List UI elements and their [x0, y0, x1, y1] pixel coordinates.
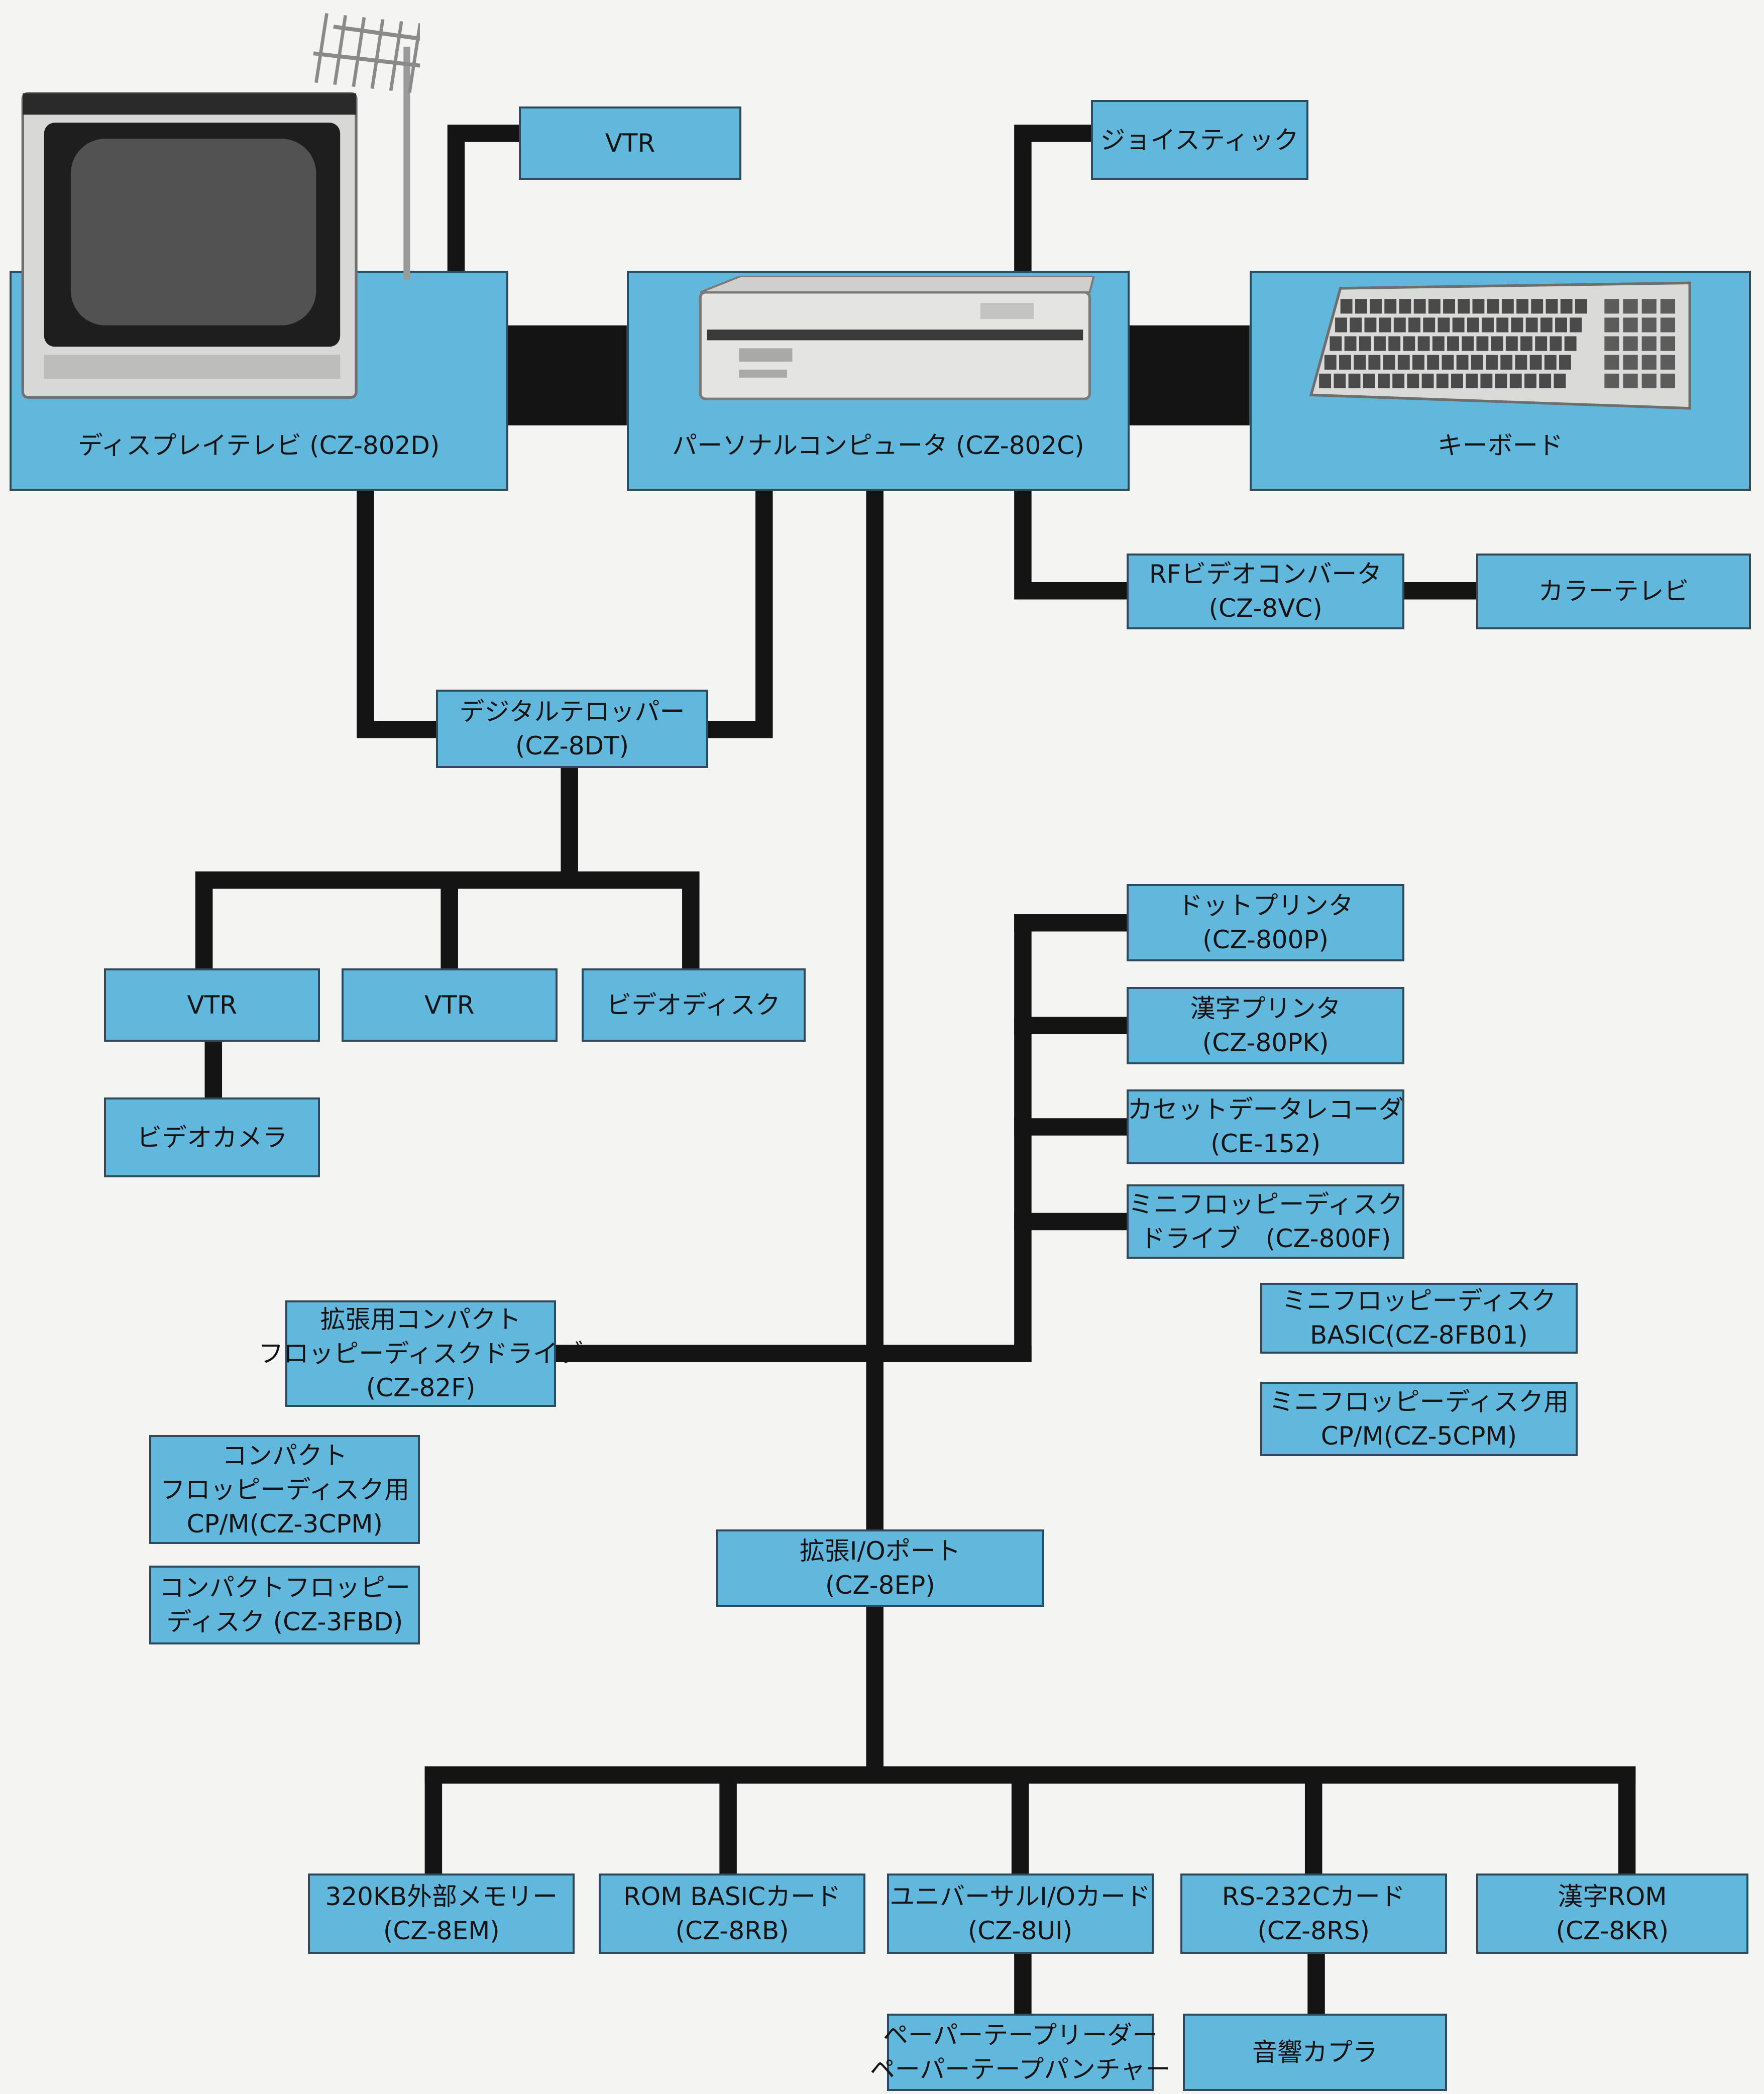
node-telopper: デジタルテロッパー (CZ-8DT) — [436, 689, 708, 768]
node-compact-cpm: コンパクトフロッピーディスク用 CP/M(CZ-3CPM) — [149, 1435, 420, 1545]
node-label-line: ペーパーテープリーダー — [883, 2021, 1158, 2050]
node-label-line: (CZ-82F) — [366, 1373, 476, 1402]
node-label-line: 漢字プリンタ — [1190, 994, 1341, 1023]
node-label-line: (CZ-8RB) — [675, 1916, 789, 1945]
node-label-line: (CZ-8EP) — [825, 1571, 935, 1600]
node-label-line: フロッピーディスク用 — [160, 1475, 410, 1504]
node-label-line: (CZ-8KR) — [1556, 1916, 1669, 1945]
node-label-line: RFビデオコンバータ — [1149, 560, 1382, 589]
node-color-tv: カラーテレビ — [1476, 553, 1751, 630]
node-acoustic-coupler: 音響カプラ — [1182, 2014, 1447, 2091]
unit-label: ディスプレイテレビ (CZ-802D) — [77, 431, 440, 461]
node-label-line: ビデオカメラ — [137, 1123, 288, 1152]
node-label-line: VTR — [605, 129, 655, 158]
connector-line — [447, 125, 528, 280]
computer-unit-icon — [699, 276, 1095, 400]
node-ext-memory: 320KB外部メモリー (CZ-8EM) — [308, 1873, 575, 1954]
node-universal-io: ユニバーサルI/Oカード (CZ-8UI) — [887, 1873, 1154, 1954]
node-label-line: RS-232Cカード — [1222, 1882, 1405, 1911]
node-io-port: 拡張I/Oポート (CZ-8EP) — [716, 1529, 1044, 1607]
node-paper-tape: ペーパーテープリーダーペーパーテープパンチャー — [870, 2014, 1170, 2091]
node-label-line: (CE-152) — [1210, 1129, 1321, 1159]
node-label-line: ドットプリンタ — [1177, 891, 1354, 921]
main-bus-band-right — [1129, 325, 1250, 425]
node-label-line: ミニフロッピーディスク — [1281, 1286, 1557, 1316]
node-label-line: (CZ-8VC) — [1208, 594, 1322, 623]
node-label-line: ディスク (CZ-3FBD) — [166, 1607, 403, 1637]
node-label-line: デジタルテロッパー — [459, 697, 685, 726]
node-label-line: ミニフロッピーディスク用 — [1269, 1387, 1569, 1416]
node-label-line: 拡張用コンパクト — [320, 1304, 521, 1334]
node-vtr-b: VTR — [341, 968, 558, 1042]
node-label-line: (CZ-800P) — [1202, 925, 1329, 955]
node-label-line: BASIC(CZ-8FB01) — [1310, 1320, 1528, 1350]
node-vtr-top: VTR — [518, 106, 742, 180]
node-kanji-rom: 漢字ROM (CZ-8KR) — [1476, 1873, 1748, 1954]
connector-line — [1014, 125, 1100, 280]
node-mini-floppy-basic: ミニフロッピーディスク BASIC(CZ-8FB01) — [1260, 1283, 1578, 1354]
unit-label: パーソナルコンピュータ (CZ-802C) — [672, 431, 1084, 461]
node-compact-floppy-drive: 拡張用コンパクトフロッピーディスクドライブ (CZ-82F) — [258, 1300, 583, 1407]
node-label-line: (CZ-8UI) — [967, 1916, 1073, 1945]
node-label-line: CP/M(CZ-3CPM) — [186, 1509, 383, 1538]
node-label-line: コンパクトフロッピー — [159, 1573, 410, 1603]
node-kanji-printer: 漢字プリンタ (CZ-80PK) — [1127, 986, 1404, 1064]
node-cassette: カセットデータレコーダ (CE-152) — [1127, 1089, 1404, 1164]
node-video-disc: ビデオディスク — [581, 968, 806, 1042]
node-label-line: VTR — [187, 990, 237, 1020]
unit-label: キーボード — [1437, 431, 1563, 461]
node-label-line: コンパクト — [222, 1441, 348, 1470]
node-rs232c: RS-232Cカード (CZ-8RS) — [1180, 1873, 1447, 1954]
node-joystick: ジョイスティック — [1090, 100, 1308, 180]
node-rf-converter: RFビデオコンバータ (CZ-8VC) — [1127, 553, 1404, 630]
node-label-line: ミニフロッピーディスク — [1128, 1189, 1403, 1219]
node-label-line: (CZ-80PK) — [1202, 1028, 1329, 1057]
node-mini-floppy: ミニフロッピーディスクドライブ (CZ-800F) — [1127, 1184, 1404, 1259]
node-label-line: ジョイスティック — [1100, 125, 1299, 155]
node-rom-basic: ROM BASICカード (CZ-8RB) — [599, 1873, 866, 1954]
node-label-line: (CZ-8DT) — [515, 731, 629, 760]
node-label-line: 拡張I/Oポート — [799, 1536, 961, 1566]
node-label-line: VTR — [424, 990, 475, 1020]
node-label-line: ユニバーサルI/Oカード — [890, 1882, 1151, 1911]
node-label-line: 漢字ROM — [1558, 1882, 1667, 1911]
connector-line — [1014, 482, 1136, 600]
node-label-line: ROM BASICカード — [623, 1882, 841, 1911]
node-label-line: (CZ-8RS) — [1257, 1916, 1370, 1945]
node-dot-printer: ドットプリンタ (CZ-800P) — [1127, 884, 1404, 962]
node-vtr-a: VTR — [104, 968, 320, 1042]
node-label-line: フロッピーディスクドライブ — [258, 1339, 583, 1368]
connector-line — [357, 482, 445, 738]
node-label-line: 320KB外部メモリー — [325, 1882, 558, 1911]
node-label-line: 音響カプラ — [1252, 2038, 1378, 2067]
node-compact-disk: コンパクトフロッピーディスク (CZ-3FBD) — [149, 1565, 420, 1644]
crt-tv-icon — [21, 13, 420, 399]
connector-line — [699, 482, 773, 738]
main-bus-band-left — [508, 325, 627, 425]
node-mini-floppy-cpm: ミニフロッピーディスク用 CP/M(CZ-5CPM) — [1260, 1381, 1578, 1457]
node-label-line: ペーパーテープパンチャー — [869, 2055, 1171, 2084]
node-label-line: ドライブ (CZ-800F) — [1140, 1224, 1391, 1253]
node-label-line: CP/M(CZ-5CPM) — [1320, 1421, 1517, 1451]
node-video-camera: ビデオカメラ — [104, 1097, 320, 1178]
node-label-line: ビデオディスク — [606, 990, 781, 1020]
node-label-line: カセットデータレコーダ — [1127, 1095, 1404, 1125]
node-label-line: カラーテレビ — [1538, 577, 1689, 606]
keyboard-icon — [1309, 281, 1691, 410]
node-label-line: (CZ-8EM) — [383, 1916, 500, 1945]
